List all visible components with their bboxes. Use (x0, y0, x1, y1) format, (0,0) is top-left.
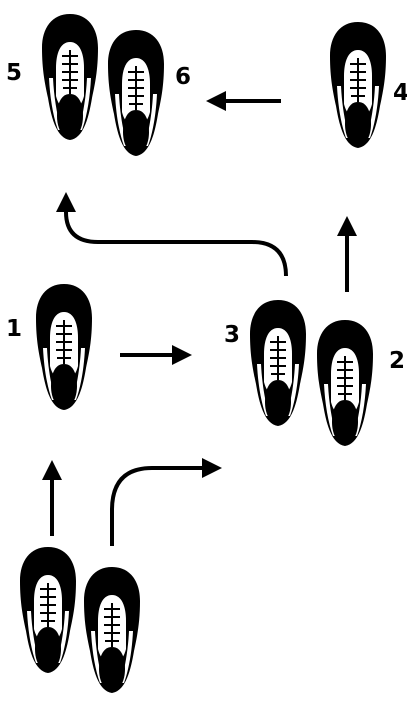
step-2-shoe (316, 319, 374, 447)
step-label-4: 4 (393, 80, 407, 106)
arrow-start-to-3 (110, 458, 222, 546)
start-left-shoe (19, 546, 77, 674)
step-4-shoe (329, 21, 387, 149)
step-1-shoe (35, 283, 93, 411)
step-label-5: 5 (6, 60, 22, 86)
step-label-3: 3 (224, 322, 240, 348)
step-label-1: 1 (6, 316, 22, 342)
step-3-shoe (249, 299, 307, 427)
step-5-shoe (41, 13, 99, 141)
step-6-shoe (107, 29, 165, 157)
step-label-6: 6 (175, 64, 191, 90)
arrow-3-to-5 (56, 192, 288, 277)
start-right-shoe (83, 566, 141, 694)
step-label-2: 2 (389, 348, 405, 374)
